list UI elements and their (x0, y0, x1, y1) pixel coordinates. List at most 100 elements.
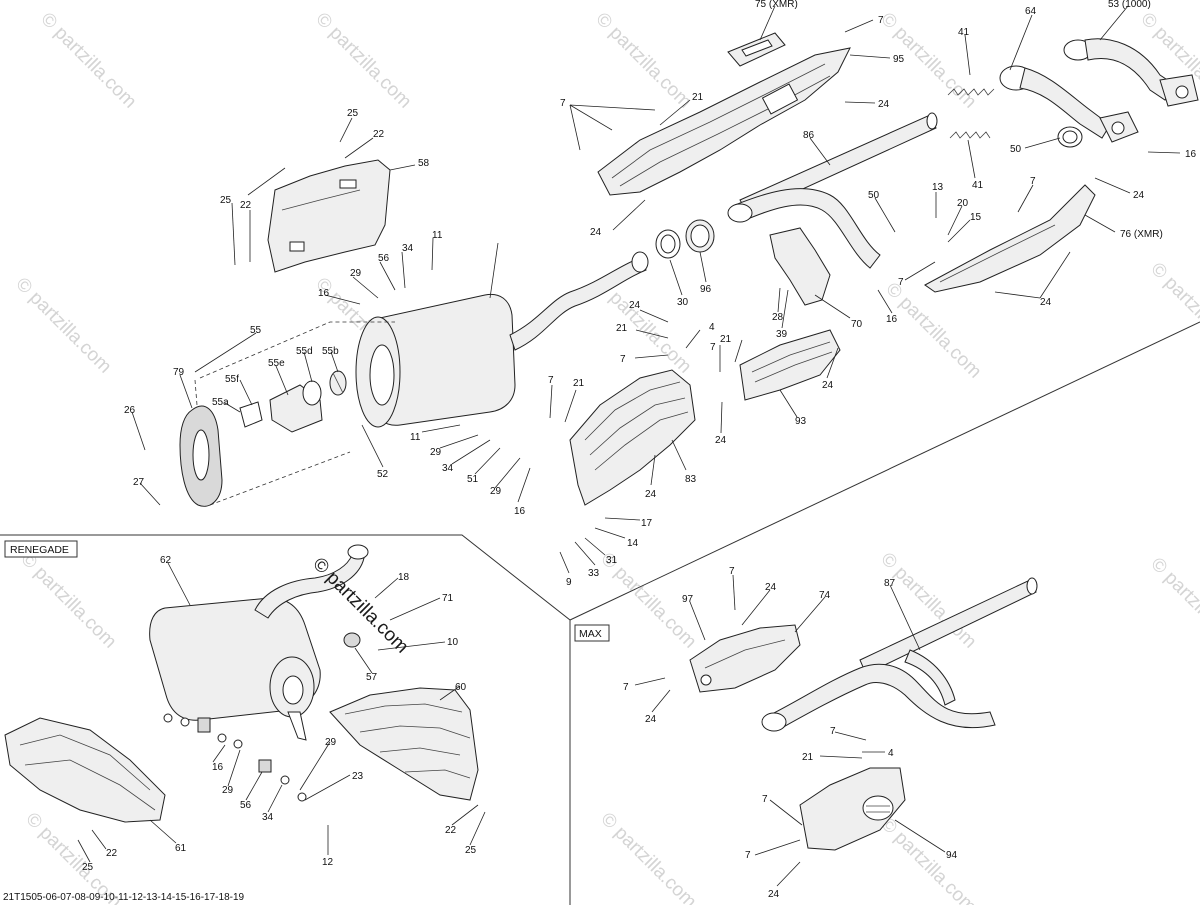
callout-87: 87 (884, 578, 896, 589)
plate-75 (727, 32, 786, 67)
callout-50: 50 (1010, 144, 1022, 155)
watermark-text: © partzilla.com (11, 274, 115, 378)
callout-62: 62 (160, 555, 172, 566)
muffler-internals-55 (239, 370, 347, 433)
max-label-box: MAX (574, 624, 610, 642)
callout-7: 7 (729, 566, 735, 577)
callout-86: 86 (803, 130, 815, 141)
clamp-30 (655, 229, 681, 259)
watermark-text: © partzilla.com (16, 549, 120, 653)
callout-7: 7 (745, 850, 751, 861)
watermark-text: © partzilla.com (311, 9, 415, 113)
callout-24: 24 (822, 380, 834, 391)
callout-61: 61 (175, 843, 187, 854)
max-heat-shield-94 (799, 767, 906, 851)
max-heat-shield-74 (689, 624, 801, 693)
callout-24: 24 (645, 489, 657, 500)
callout-16: 16 (318, 288, 330, 299)
callout-31: 31 (606, 555, 618, 566)
callout-56: 56 (240, 800, 252, 811)
callout-22: 22 (106, 848, 118, 859)
callout-75-xmr: 75 (XMR) (755, 0, 798, 10)
callout-9: 9 (566, 577, 572, 588)
callout-55b: 55b (322, 346, 339, 357)
callout-20: 20 (957, 198, 969, 209)
callout-57: 57 (366, 672, 378, 683)
callout-24: 24 (1040, 297, 1052, 308)
callout-7: 7 (548, 375, 554, 386)
watermark-text: © partzilla.com (1146, 554, 1200, 658)
callout-95: 95 (893, 54, 905, 65)
callout-25: 25 (465, 845, 477, 856)
callout-56: 56 (378, 253, 390, 264)
sleeve-96 (685, 219, 715, 253)
renegade-label: RENEGADE (10, 544, 69, 556)
renegade-heat-shield-60 (329, 687, 479, 801)
callout-25: 25 (82, 862, 94, 873)
callout-55f: 55f (225, 374, 239, 385)
heat-shield-83 (569, 369, 696, 506)
heat-shield-76 (924, 184, 1096, 293)
callout-7: 7 (878, 15, 884, 26)
watermark-text: © partzilla.com (876, 814, 980, 905)
callout-55: 55 (250, 325, 262, 336)
callout-16: 16 (886, 314, 898, 325)
callout-7: 7 (623, 682, 629, 693)
diagram-code: 21T1505-06-07-08-09-10-11-12-13-14-15-16… (3, 892, 245, 903)
watermark-main: © partzilla.com (308, 554, 412, 658)
callout-93: 93 (795, 416, 807, 427)
callout-53-1000: 53 (1000) (1108, 0, 1151, 10)
callout-30: 30 (677, 297, 689, 308)
gasket-50-ring (1057, 126, 1083, 148)
callout-39: 39 (776, 329, 788, 340)
callout-7: 7 (898, 277, 904, 288)
watermark-text: © partzilla.com (1146, 259, 1200, 363)
pipe-53 (1063, 38, 1199, 107)
callout-24: 24 (715, 435, 727, 446)
callout-16: 16 (212, 762, 224, 773)
callout-12: 12 (322, 857, 334, 868)
callout-74: 74 (819, 590, 831, 601)
callout-51: 51 (467, 474, 479, 485)
callout-4: 4 (888, 748, 894, 759)
pipe-86 (727, 112, 938, 269)
callout-21: 21 (720, 334, 732, 345)
renegade-muffler-62 (149, 544, 369, 741)
callout-21: 21 (692, 92, 704, 103)
heat-shield-58 (267, 159, 391, 273)
heat-shield-70 (769, 227, 831, 306)
callout-16: 16 (514, 506, 526, 517)
callout-33: 33 (588, 568, 600, 579)
callout-7: 7 (1030, 176, 1036, 187)
callout-96: 96 (700, 284, 712, 295)
callout-17: 17 (641, 518, 653, 529)
callout-41: 41 (958, 27, 970, 38)
callout-34: 34 (402, 243, 414, 254)
callout-50: 50 (868, 190, 880, 201)
callout-14: 14 (627, 538, 639, 549)
renegade-label-box: RENEGADE (4, 540, 78, 558)
callout-29: 29 (350, 268, 362, 279)
callout-41: 41 (972, 180, 984, 191)
spring-41-lower (949, 131, 991, 139)
callout-24: 24 (768, 889, 780, 900)
callout-23: 23 (352, 771, 364, 782)
callout-22: 22 (240, 200, 252, 211)
callout-7: 7 (762, 794, 768, 805)
callout-labels: 75 (XMR) 53 (1000) 7 95 41 64 7 21 24 86… (82, 0, 1197, 900)
callout-11: 11 (432, 230, 443, 241)
callout-15: 15 (970, 212, 982, 223)
callout-26: 26 (124, 405, 136, 416)
watermark-text: © partzilla.com (596, 809, 700, 905)
pipe-64 (999, 65, 1139, 143)
callout-13: 13 (932, 182, 944, 193)
callout-76-xmr: 76 (XMR) (1120, 229, 1163, 240)
callout-52: 52 (377, 469, 389, 480)
renegade-section-border (0, 534, 571, 905)
callout-55a: 55a (212, 397, 229, 408)
callout-34: 34 (442, 463, 454, 474)
callout-21: 21 (573, 378, 585, 389)
callout-24: 24 (590, 227, 602, 238)
